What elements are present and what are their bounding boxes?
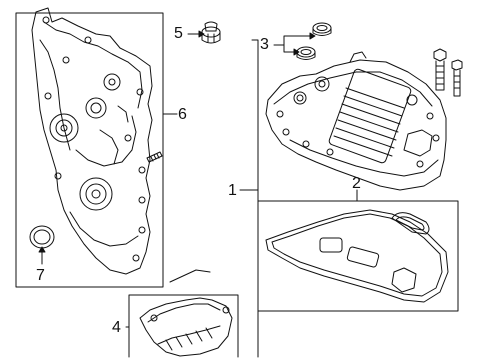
engine-cover bbox=[139, 269, 233, 357]
timing-cover bbox=[31, 7, 153, 275]
cover-frame bbox=[128, 294, 239, 358]
leader-3-lower bbox=[283, 44, 297, 53]
leader-1-bracket bbox=[251, 39, 259, 358]
gasket-frame bbox=[257, 200, 459, 312]
seal-ring bbox=[29, 225, 55, 249]
callout-2: 2 bbox=[352, 175, 361, 192]
valve-cover bbox=[265, 51, 447, 191]
arrow-3b-icon bbox=[293, 48, 300, 56]
leader-3-upper bbox=[283, 35, 313, 46]
callout-3: 3 bbox=[260, 36, 269, 53]
timing-cover-frame bbox=[15, 12, 164, 288]
callout-6: 6 bbox=[178, 106, 187, 123]
oil-filler-cap bbox=[201, 21, 221, 44]
arrow-7-icon bbox=[38, 246, 46, 253]
callout-4: 4 bbox=[112, 319, 121, 336]
bolts bbox=[433, 48, 463, 97]
callout-5: 5 bbox=[174, 25, 183, 42]
callout-7: 7 bbox=[36, 267, 45, 284]
gaskets bbox=[265, 209, 449, 303]
seals bbox=[296, 22, 332, 60]
callout-1: 1 bbox=[228, 182, 237, 199]
arrow-5-icon bbox=[198, 30, 205, 38]
dowel-pin bbox=[146, 151, 163, 163]
arrow-3a-icon bbox=[309, 32, 316, 40]
